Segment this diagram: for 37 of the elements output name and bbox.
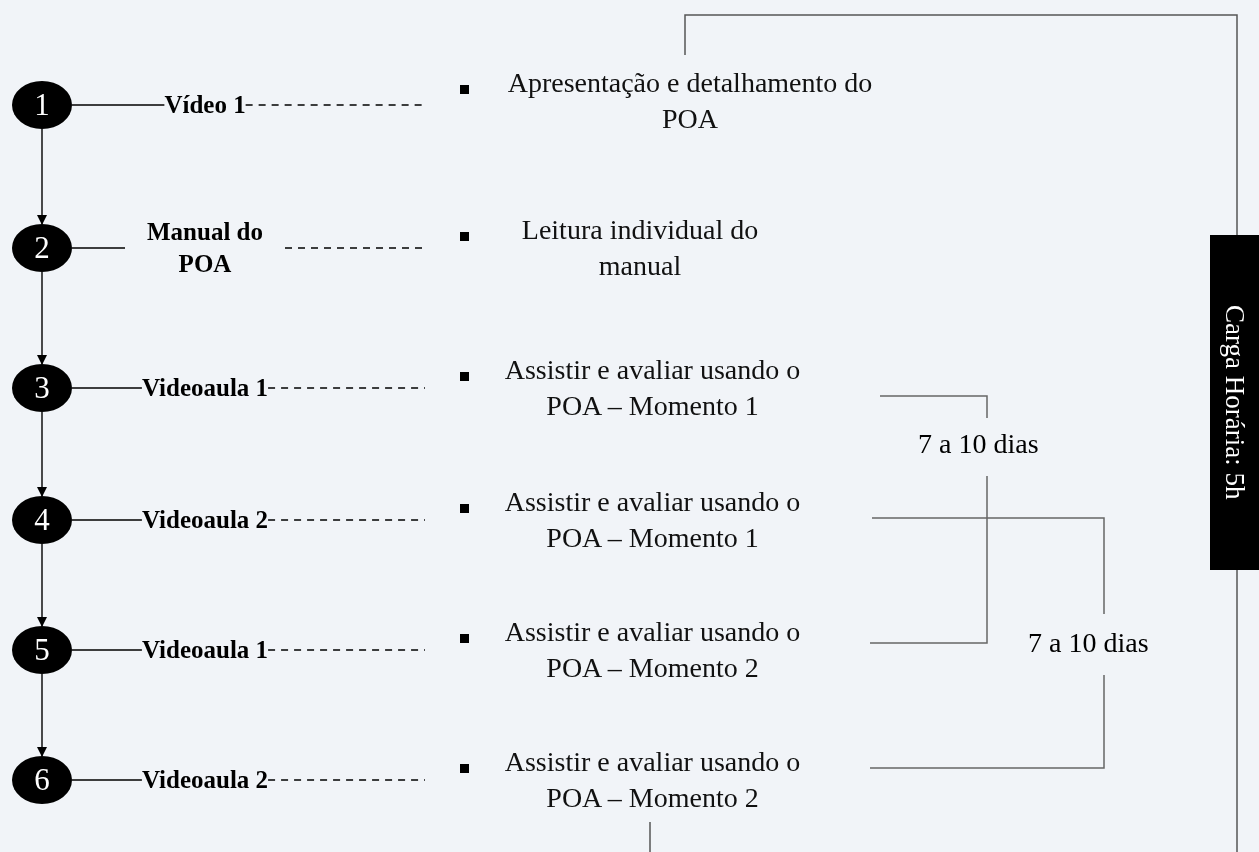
step-number-circle: 6: [12, 756, 72, 804]
step-number-circle: 3: [12, 364, 72, 412]
arrow: [37, 543, 47, 627]
connector-line: [71, 247, 126, 249]
workload-text: Carga Horária: 5h: [1219, 305, 1250, 500]
step-description: Assistir e avaliar usando o POA – Momento 2: [503, 615, 802, 685]
arrow: [37, 128, 47, 225]
step-title: Vídeo 1: [164, 89, 246, 120]
step-description: Assistir e avaliar usando o POA – Momento 2: [503, 745, 802, 815]
connector-line: [71, 104, 166, 106]
step-number-circle: 1: [12, 81, 72, 129]
connector-line: [71, 519, 143, 521]
connector-line: [267, 779, 426, 781]
step-number-circle: 4: [12, 496, 72, 544]
duration-label: 7 a 10 dias: [1028, 627, 1149, 659]
step-title: Manual do POA: [146, 216, 264, 279]
step-description: Leitura individual do manual: [520, 213, 760, 283]
connector-line: [267, 387, 426, 389]
arrow: [37, 411, 47, 497]
workload-banner: [1210, 235, 1259, 570]
step-title: Videoaula 2: [141, 504, 269, 535]
connector-line: [267, 649, 426, 651]
connector-line: [71, 649, 143, 651]
step-title: Videoaula 1: [141, 634, 269, 665]
step-number-circle: 2: [12, 224, 72, 272]
arrow: [37, 673, 47, 757]
connector-line: [267, 519, 426, 521]
connector-line: [71, 387, 143, 389]
step-title: Videoaula 2: [141, 764, 269, 795]
step-title: Videoaula 1: [141, 372, 269, 403]
duration-label: 7 a 10 dias: [918, 428, 1039, 460]
step-description: Apresentação e detalhamento do POA: [506, 66, 874, 136]
connector-line: [71, 779, 143, 781]
arrow: [37, 271, 47, 365]
step-description: Assistir e avaliar usando o POA – Momento 1: [503, 353, 802, 423]
step-description: Assistir e avaliar usando o POA – Momento 1: [503, 485, 802, 555]
step-number-circle: 5: [12, 626, 72, 674]
